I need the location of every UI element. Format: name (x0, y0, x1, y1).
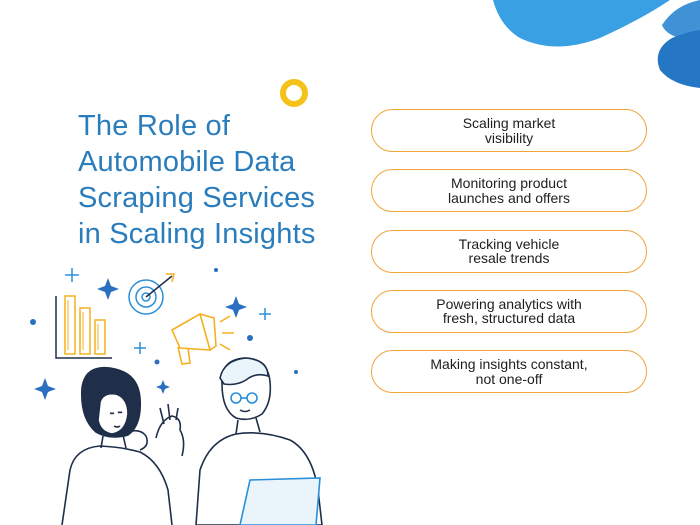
title-line: Automobile Data (78, 146, 296, 178)
insight-pill: Scaling market visibility (371, 109, 647, 152)
title-line: The Role of (78, 110, 231, 142)
insight-list: Scaling market visibility Monitoring pro… (371, 109, 647, 410)
plus-icon (259, 308, 271, 320)
bar-chart-icon (55, 295, 112, 359)
insight-text: visibility (484, 129, 534, 146)
sparkle-icon (97, 278, 119, 300)
man-figure (195, 357, 323, 525)
insight-text: fresh, structured data (442, 310, 576, 327)
dot-decoration (30, 319, 36, 325)
insight-text: Monitoring product (451, 175, 567, 192)
title-line: Scraping Services (78, 182, 316, 214)
insight-pill: Making insights constant, not one-off (371, 350, 647, 394)
insight-text: not one-off (475, 370, 543, 387)
dot-decoration (154, 359, 160, 365)
insight-text: resale trends (468, 250, 550, 267)
insight-pill: Powering analytics with fresh, structure… (371, 289, 647, 333)
insight-text: launches and offers (448, 189, 570, 206)
dot-decoration (247, 335, 253, 341)
insight-pill: Tracking vehicle resale trends (371, 229, 647, 273)
woman-figure (61, 366, 185, 525)
insight-text: Making insights constant, (430, 356, 588, 373)
dot-decoration (294, 370, 298, 374)
insight-text: Scaling market (462, 115, 556, 131)
insight-pill: Monitoring product launches and offers (371, 169, 647, 213)
dot-decoration (214, 268, 218, 272)
corner-blob-decoration (493, 0, 700, 88)
title-line: in Scaling Insights (78, 218, 316, 250)
page-title: The Role of Automobile Data Scraping Ser… (78, 108, 368, 252)
insight-text: Powering analytics with (436, 295, 582, 312)
sparkle-icon (34, 378, 56, 400)
people-illustration (30, 268, 323, 525)
plus-icon (134, 342, 146, 354)
plus-icon (65, 268, 79, 282)
megaphone-icon (170, 312, 234, 365)
insight-text: Tracking vehicle (458, 235, 560, 252)
yellow-ring-decoration (280, 79, 308, 107)
target-icon (128, 273, 175, 315)
sparkle-icon (225, 296, 247, 318)
sparkle-icon (156, 380, 170, 394)
